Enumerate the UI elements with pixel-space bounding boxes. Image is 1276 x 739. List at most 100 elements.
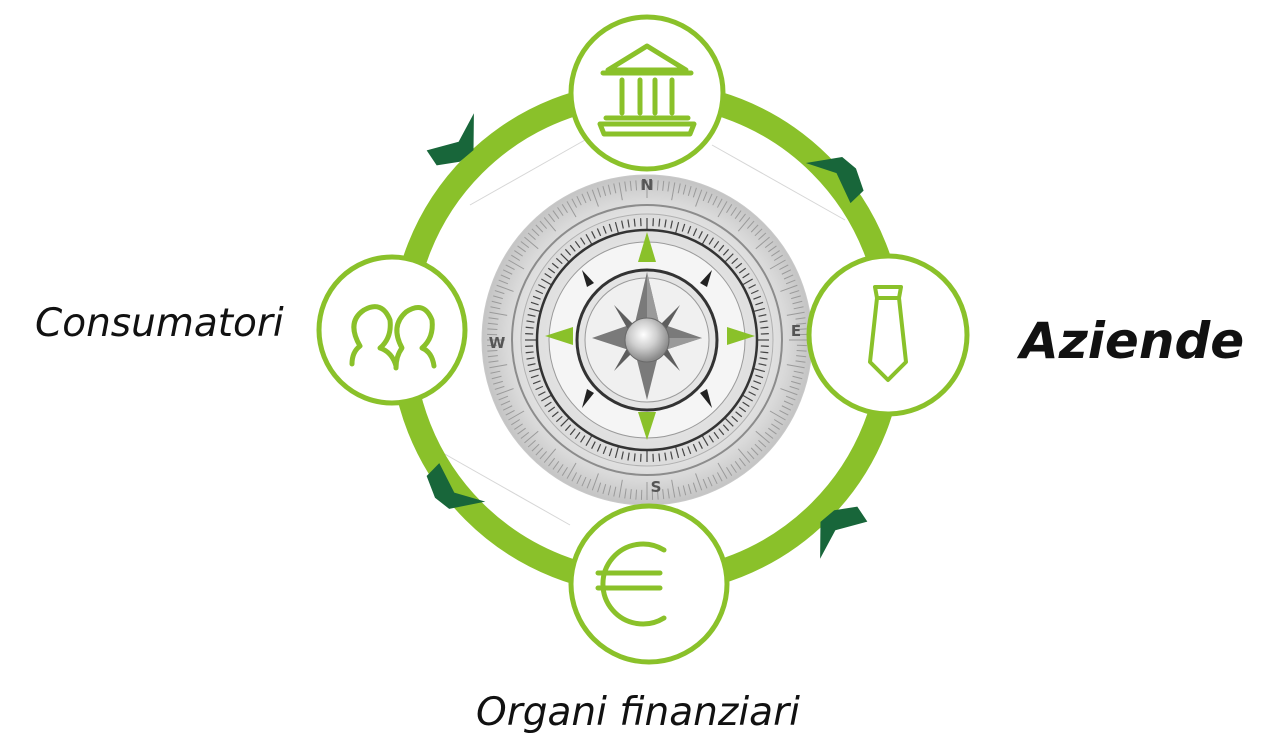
compass-tick <box>738 213 746 223</box>
compass-tick <box>701 434 709 446</box>
label-aziende: Aziende <box>1020 312 1245 370</box>
compass-tick <box>780 284 798 292</box>
compass-tick <box>768 245 777 253</box>
compass-tick <box>759 357 768 360</box>
compass-tick <box>785 395 796 401</box>
compass-tick <box>541 278 553 286</box>
compass-tick <box>716 472 723 482</box>
compass-tick <box>493 295 503 300</box>
compass-tick <box>781 269 792 275</box>
compass-tick <box>793 306 804 310</box>
compass-tick <box>791 380 801 385</box>
compass-tick <box>621 220 624 229</box>
compass-tick <box>574 240 581 249</box>
compass-tick <box>748 391 756 396</box>
compass-tick <box>671 182 676 201</box>
compass-tick <box>613 183 617 194</box>
compass-tick <box>585 234 593 246</box>
compass-tick <box>547 406 556 413</box>
compass-tick <box>671 479 676 498</box>
compass-tick <box>783 274 794 280</box>
compass-tick <box>755 236 770 250</box>
compass-tick <box>487 349 498 352</box>
compass-tick <box>635 180 638 191</box>
compass-tick <box>529 367 541 373</box>
compass-tick <box>687 484 692 494</box>
compass-tick <box>624 488 627 499</box>
compass-tick <box>738 406 747 413</box>
compass-tick <box>493 380 503 385</box>
compass-tick <box>571 198 578 208</box>
compass-tick <box>681 448 686 457</box>
compass-tick <box>489 364 508 369</box>
compass-tick <box>795 317 806 320</box>
compass-tick <box>535 224 544 233</box>
compass-green-pointers <box>545 232 755 440</box>
compass-tick <box>505 264 515 271</box>
compass-tick <box>548 457 556 467</box>
compass-tick <box>712 474 718 485</box>
compass-tick <box>548 213 556 223</box>
compass-tick <box>539 220 548 229</box>
label-organi-finanziari: Organi finanziari <box>476 690 800 735</box>
compass-tick <box>741 394 753 402</box>
compass-tick <box>656 489 659 500</box>
compass-tick <box>662 180 665 191</box>
compass-tick <box>722 248 730 256</box>
compass-tick <box>726 204 733 214</box>
compass-tick <box>508 259 525 270</box>
compass-tick <box>726 466 733 476</box>
compass-tick <box>764 241 774 249</box>
compass-tick <box>543 448 557 463</box>
compass-tick <box>670 220 673 229</box>
compass-tick <box>687 186 692 196</box>
compass-tick <box>692 187 697 198</box>
compass-tick <box>532 380 541 385</box>
compass-tick <box>783 400 794 406</box>
compass-tick <box>677 183 681 194</box>
compass-tick <box>633 218 636 227</box>
compass-tick <box>527 314 536 317</box>
node-bottom <box>568 503 730 665</box>
compass-tick <box>754 443 763 452</box>
compass-tick <box>746 451 755 460</box>
compass-tick <box>560 253 570 263</box>
compass-tick <box>754 228 763 237</box>
compass-tick <box>753 367 765 373</box>
compass-tick <box>520 241 530 249</box>
node-right <box>806 253 970 417</box>
compass-tick <box>621 451 624 460</box>
bank-icon <box>597 43 697 137</box>
label-consumatori: Consumatori <box>35 301 284 346</box>
compass-tick <box>624 181 627 192</box>
compass-tick <box>724 253 734 263</box>
compass-tick <box>670 451 673 460</box>
compass-tick <box>511 254 521 261</box>
compass-tick <box>602 484 607 494</box>
compass-south-label: S <box>651 478 662 496</box>
compass-tick <box>581 193 587 204</box>
compass-tick <box>718 428 725 436</box>
compass-tick <box>576 195 582 206</box>
compass-tick <box>581 476 587 487</box>
compass-tick <box>796 328 807 331</box>
compass-tick <box>701 234 709 246</box>
compass-tick <box>796 322 807 325</box>
compass-tick <box>748 284 756 289</box>
compass-tick <box>792 300 803 305</box>
compass-tick <box>771 250 780 257</box>
compass-tick <box>791 295 801 300</box>
compass-tick <box>687 446 692 455</box>
compass-tick <box>695 189 703 207</box>
compass-tick <box>730 207 737 216</box>
compass-tick <box>795 360 806 363</box>
background-lines <box>419 139 846 526</box>
compass-tick <box>487 355 498 358</box>
compass-tick <box>524 430 539 444</box>
compass-tick <box>773 419 783 426</box>
compass: N S W E <box>481 174 813 506</box>
compass-tick <box>677 486 681 497</box>
compass-tick <box>557 464 564 473</box>
compass-tick <box>779 264 789 271</box>
